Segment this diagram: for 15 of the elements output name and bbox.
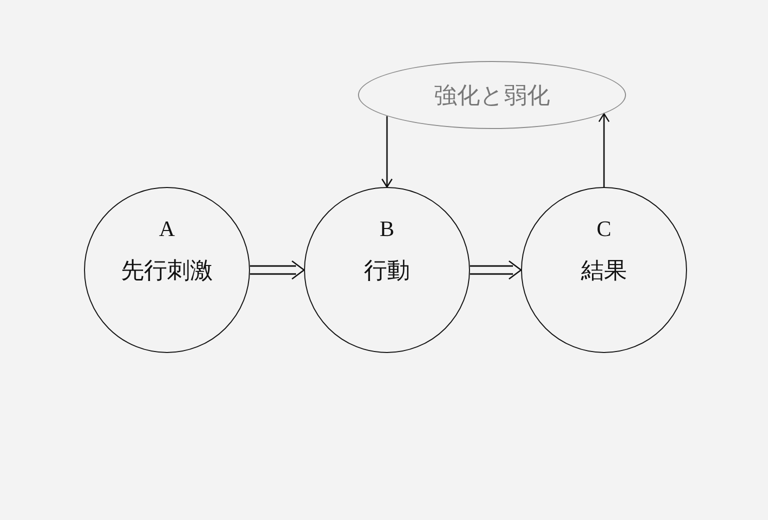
node-label: 先行刺激 (120, 257, 214, 285)
circle-node (84, 187, 250, 353)
ellipse-node (358, 61, 626, 129)
circle-node (304, 187, 470, 353)
arrow (598, 113, 610, 187)
node-label: 結果 (580, 257, 628, 285)
circle-node (521, 187, 687, 353)
double-arrow (469, 260, 522, 280)
node-letter: A (158, 216, 176, 242)
double-arrow (249, 260, 306, 280)
arrow (381, 116, 393, 188)
node-label: 行動 (363, 257, 411, 285)
node-label: 強化と弱化 (433, 82, 551, 110)
node-letter: C (596, 216, 612, 242)
node-letter: B (378, 216, 396, 242)
